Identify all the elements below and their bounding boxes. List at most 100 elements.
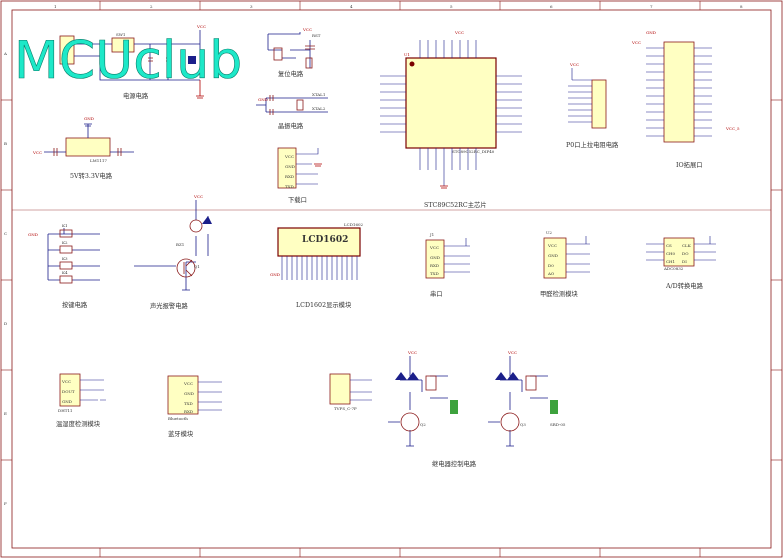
- lcd-gnd-label: GND: [270, 272, 280, 277]
- smoke-ao-pin: AO: [547, 271, 555, 276]
- lcd-caption: LCD1602显示模块: [296, 300, 352, 309]
- key-button: [59, 229, 73, 238]
- smoke-d0-pin: D0: [548, 263, 554, 268]
- bt-part-label: Bluetooth: [168, 416, 188, 421]
- reset-circuit: RST VCC 复位电路: [267, 27, 321, 78]
- dl-vcc-pin: VCC: [284, 154, 294, 159]
- reset-rst-label: RST: [312, 33, 321, 38]
- buzz-ref: BZ1: [176, 242, 184, 247]
- power-led: [188, 56, 196, 64]
- serial-vcc-pin: VCC: [429, 245, 439, 250]
- bt-rxd-pin: RXD: [184, 409, 193, 414]
- dht-gnd-pin: GND: [62, 399, 72, 404]
- k1-label: K1: [62, 223, 68, 228]
- relay-q2-label: Q2: [420, 422, 426, 427]
- ad-ch1-pin: CH1: [666, 259, 675, 264]
- smoke-vcc-pin: VCC: [547, 243, 557, 248]
- relay-section: TVFS_C-7P VCC Q2 VCC Q3 SRD-05 继电器控制电路: [329, 350, 566, 468]
- relay-q3-label: Q3: [520, 422, 526, 427]
- relay-coil: [525, 375, 537, 391]
- key-button: [59, 275, 73, 284]
- mcu-u1-label: U1: [404, 52, 410, 57]
- mcu-section: U1 STC89C52RC_DIP40 STC89C52RC主芯片 VCC: [380, 30, 522, 209]
- smoke-gnd-pin: GND: [548, 253, 558, 258]
- serial-section: J1 VCC GND RXD TXD 串口: [425, 232, 470, 298]
- dht-dout-pin: DOUT: [62, 389, 75, 394]
- bt-caption: 蓝牙模块: [168, 429, 194, 438]
- power-circuit: SW1 VCC 电源电路: [59, 24, 206, 100]
- temp-caption: 温湿度检测模块: [56, 419, 101, 428]
- serial-gnd-pin: GND: [430, 255, 440, 260]
- xtal2-label: XTAL2: [312, 106, 326, 111]
- ad-caption: A/D转换电路: [665, 281, 704, 290]
- download-header: [277, 147, 297, 189]
- serial-rxd-pin: RXD: [430, 263, 439, 268]
- buzzer: [189, 219, 203, 233]
- power-switch: [111, 37, 135, 53]
- io-gnd-label: GND: [646, 30, 656, 35]
- smoke-module: [543, 237, 567, 279]
- buzzer-section: VCC BZ1 Q1 声光报警电路: [134, 194, 212, 310]
- reg-gnd-label: GND: [84, 116, 94, 121]
- regulator-section: GND VCC LM1117 5V转3.3V电路: [32, 116, 134, 180]
- power-caption: 电源电路: [123, 91, 149, 100]
- lcd-module: [277, 227, 361, 257]
- ad-di-pin: DI: [682, 259, 687, 264]
- bt-vcc-pin: VCC: [183, 381, 193, 386]
- buzzer-caption: 声光报警电路: [150, 301, 188, 310]
- dl-gnd-pin: GND: [285, 164, 295, 169]
- bt-section: VCC GND TXD RXD Bluetooth 蓝牙模块: [167, 375, 222, 438]
- tvfs-label: TVFS_C-7P: [334, 406, 357, 411]
- row-mark: A: [3, 51, 7, 56]
- dl-txd-pin: TXD: [285, 184, 294, 189]
- transistor: [176, 258, 196, 278]
- lcd-ref: LCD1602: [344, 222, 364, 227]
- reg-vcc-label: VCC: [32, 150, 42, 155]
- mcu-caption: STC89C52RC主芯片: [424, 200, 487, 209]
- smoke-ref: U2: [546, 230, 552, 235]
- mcuclub-logo: MCUclub: [14, 31, 242, 91]
- buzz-q-label: Q1: [194, 264, 200, 269]
- ad-cs-pin: CS: [666, 243, 672, 248]
- pullup-caption: P0口上拉电阻电路: [566, 140, 619, 149]
- serial-header: [425, 239, 445, 279]
- relay-terminal: [550, 400, 558, 414]
- xtal1-label: XTAL1: [312, 92, 325, 97]
- relay-terminal: [450, 400, 458, 414]
- row-mark: E: [4, 411, 7, 416]
- ad-section: CS CH0 CH1 CLK DO DI ADC0832 A/D转换电路: [646, 236, 716, 290]
- col-mark: 1: [54, 4, 57, 9]
- k3-label: K3: [62, 256, 68, 261]
- k2-label: K2: [62, 240, 68, 245]
- vcc-label: VCC: [196, 24, 206, 29]
- ad-ch0-pin: CH0: [666, 251, 676, 256]
- relay-transistor: [400, 412, 420, 432]
- col-mark: 4: [350, 4, 353, 9]
- io-vcc5-label: VCC_5: [725, 126, 740, 131]
- io-header: [663, 41, 695, 143]
- smoke-section: U2 VCC GND D0 AO 甲醛检测模块: [540, 230, 590, 298]
- reset-vcc-label: VCC: [302, 27, 312, 32]
- resistor-array: [591, 79, 607, 129]
- crystal-caption: 晶振电路: [278, 121, 304, 130]
- mcu-vcc-label: VCC: [454, 30, 464, 35]
- bt-gnd-pin: GND: [184, 391, 194, 396]
- relay-vcc-label: VCC: [407, 350, 417, 355]
- inner-frame: [11, 9, 772, 549]
- pullup-section: VCC P0口上拉电阻电路: [566, 62, 619, 149]
- row-mark: C: [4, 231, 7, 236]
- ad-clk-pin: CLK: [682, 243, 692, 248]
- smoke-caption: 甲醛检测模块: [540, 289, 578, 298]
- col-mark: 5: [450, 4, 453, 9]
- bluetooth-module: [167, 375, 199, 415]
- col-mark: 7: [650, 4, 653, 9]
- row-mark: B: [4, 141, 7, 146]
- key-gnd-label: GND: [28, 232, 38, 237]
- pullup-vcc-label: VCC: [569, 62, 579, 67]
- mcu-part-label: STC89C52RC_DIP40: [452, 149, 495, 154]
- regulator-caption: 5V转3.3V电路: [70, 171, 113, 180]
- col-mark: 3: [250, 4, 253, 9]
